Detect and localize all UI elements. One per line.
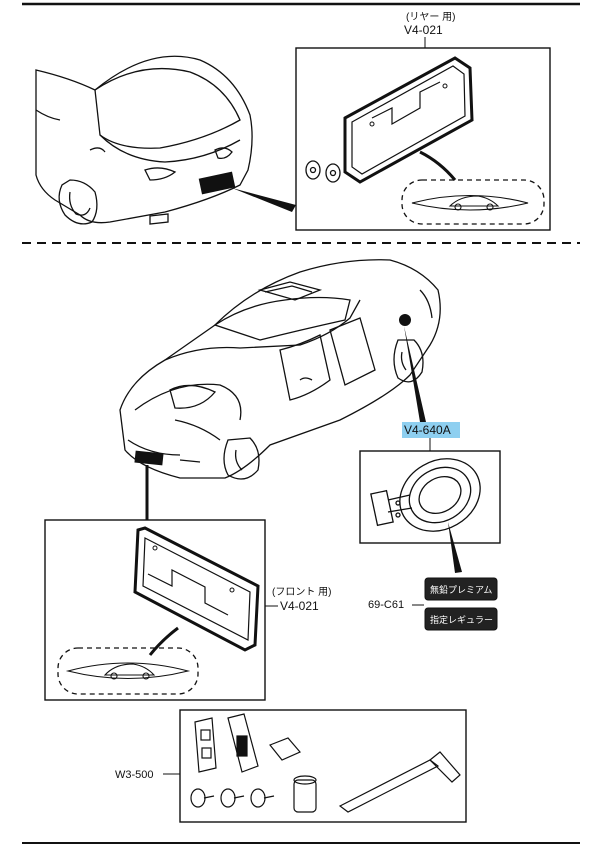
front-license-plate-frame	[133, 526, 260, 652]
fuel-label-premium-text: 無鉛プレミアム	[430, 584, 492, 596]
fuel-lid-assembly	[370, 458, 481, 532]
fuel-lid-part-number: V4-640A	[404, 423, 451, 437]
rear-plate-note: (リヤー 用)	[406, 12, 455, 23]
rear-plate-box	[295, 47, 551, 231]
front-plate-note: (フロント 用)	[272, 587, 331, 598]
fuel-lid-location-marker	[399, 314, 411, 326]
rear-license-plate-frame	[343, 56, 474, 184]
fuel-label-leader-arrow	[448, 522, 462, 573]
fuel-lid-leader-arrow	[404, 326, 426, 422]
tool-kit-part-number: W3-500	[115, 769, 154, 781]
fuel-label-regular	[424, 607, 498, 631]
fuel-lid-part-highlight	[402, 422, 460, 438]
rear-plate-part-number: V4-021	[404, 23, 443, 37]
tool-kit-box	[179, 709, 467, 823]
front-plate-mount-marker	[134, 450, 164, 466]
front-plate-box	[44, 519, 266, 701]
rear-plate-fasteners	[305, 160, 341, 183]
front-emblem-detail	[67, 662, 189, 680]
front-plate-detail-arrow	[148, 626, 179, 656]
front-car-illustration	[119, 259, 441, 480]
fuel-label-premium	[424, 577, 498, 601]
fuel-label-regular-text: 指定レギュラー	[430, 614, 493, 626]
front-plate-part-number: V4-021	[280, 599, 319, 613]
rear-plate-mount-marker	[198, 171, 236, 195]
tool-kit-contents	[190, 713, 461, 813]
rear-car-illustration	[35, 55, 253, 225]
rear-emblem-detail	[411, 195, 529, 211]
rear-plate-detail-arrow	[419, 150, 457, 181]
rear-leader-arrow	[232, 188, 296, 212]
label-part-number: 69-C61	[368, 599, 404, 611]
fuel-lid-box	[359, 450, 501, 544]
rear-emblem-detail-box	[401, 179, 545, 225]
front-emblem-detail-box	[57, 647, 199, 695]
